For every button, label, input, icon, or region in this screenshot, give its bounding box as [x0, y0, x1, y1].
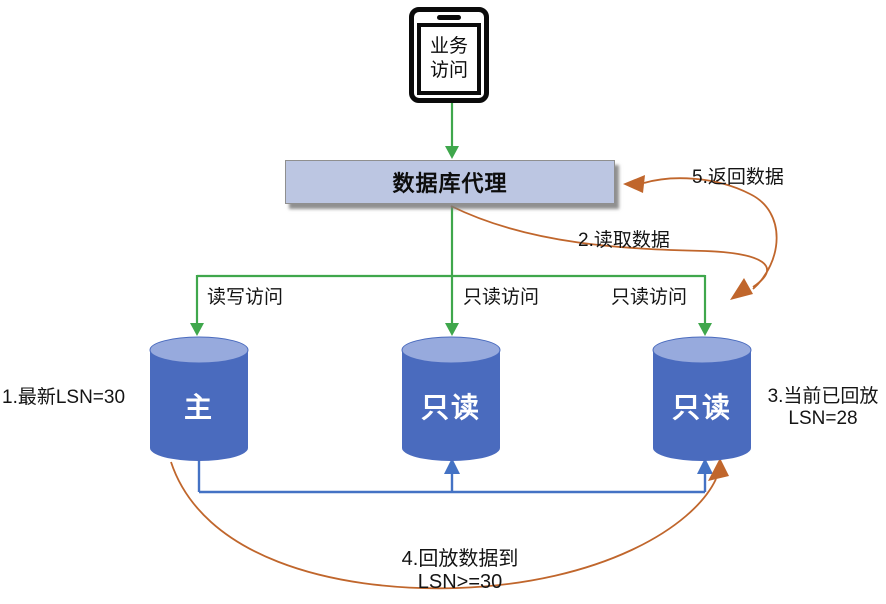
db-cylinder-primary	[149, 336, 249, 461]
arrowhead-into-primary	[190, 323, 204, 336]
readwrite-access-label: 读写访问	[207, 287, 284, 308]
annotation-replayed-lsn-line1: 3.当前已回放	[767, 386, 879, 407]
readonly-access-label-right: 只读访问	[611, 287, 688, 308]
annotation-return-data: 5.返回数据	[692, 167, 784, 188]
db-cylinder-readonly-mid	[401, 336, 501, 461]
arrowhead-return-data	[623, 175, 645, 193]
green-access-lines	[190, 103, 712, 336]
db-readonly-mid-label: 只读	[420, 392, 481, 423]
annotation-replay-data-line2: LSN>=30	[417, 571, 503, 593]
business-access-device-icon: 业务 访问	[409, 7, 489, 103]
arrowhead-replay-data	[708, 458, 729, 481]
device-camera-dash-icon	[437, 15, 461, 20]
database-proxy-label: 数据库代理	[392, 171, 508, 196]
db-cylinder-readonly-right	[652, 336, 752, 461]
db-primary-label: 主	[183, 392, 214, 423]
database-proxy-box: 数据库代理	[285, 160, 615, 204]
arrowhead-into-readonly-right	[698, 323, 712, 336]
annotation-replay-data-line1: 4.回放数据到	[401, 548, 519, 570]
annotation-read-data: 2.读取数据	[578, 230, 670, 251]
arrowhead-replicate-mid	[444, 458, 460, 474]
annotation-latest-lsn: 1.最新LSN=30	[2, 387, 126, 408]
device-screen: 业务 访问	[417, 23, 481, 95]
annotation-replayed-lsn-line2: LSN=28	[788, 407, 858, 429]
readonly-access-label-mid: 只读访问	[463, 287, 540, 308]
device-label-line1: 业务	[429, 36, 468, 58]
blue-replication-lines	[197, 458, 713, 494]
annotation-replay-data: 4.回放数据到 LSN>=30	[385, 548, 535, 594]
annotation-replayed-lsn: 3.当前已回放 LSN=28	[760, 386, 886, 430]
device-label-line2: 访问	[429, 60, 468, 81]
arrowhead-read-data	[730, 278, 753, 300]
arrowhead-replicate-right	[697, 458, 713, 474]
arrowhead-into-readonly-mid	[445, 323, 459, 336]
db-readonly-right-label: 只读	[671, 392, 732, 423]
arrowhead-into-proxy	[445, 146, 459, 159]
orange-flow-curves	[170, 175, 778, 590]
